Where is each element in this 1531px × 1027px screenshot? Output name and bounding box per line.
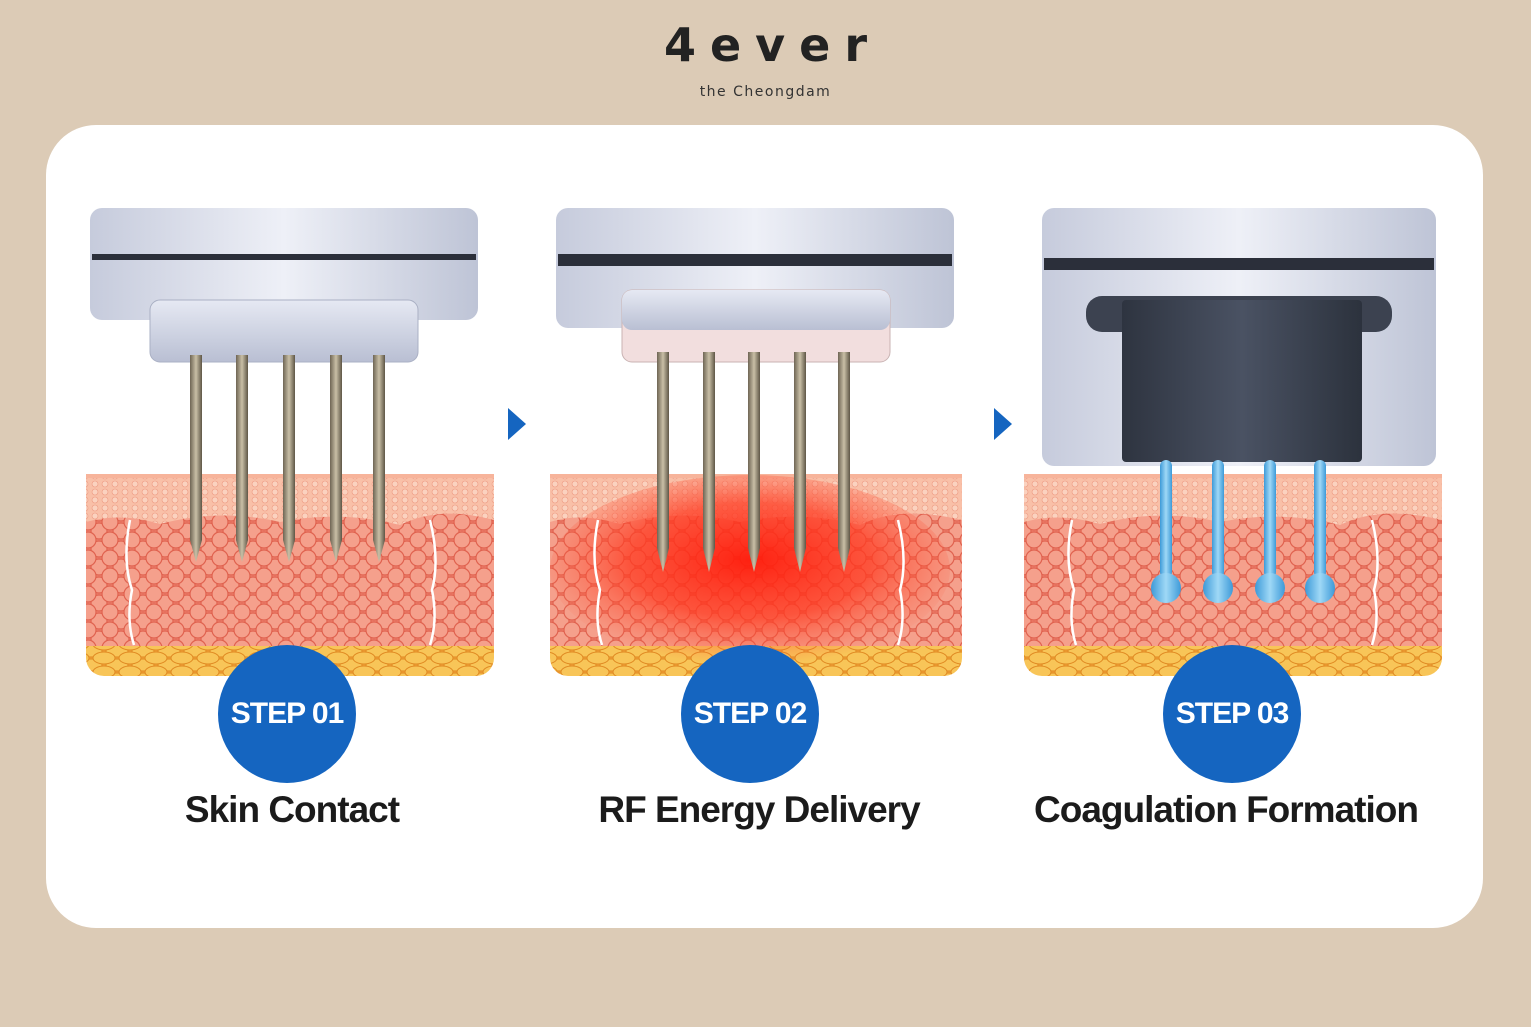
process-illustration [86,208,1442,676]
step-3-illustration [1024,208,1442,676]
arrow-right-icon [994,408,1012,440]
coagulation-points [1151,460,1335,603]
brand-logo: 4ever [663,18,882,72]
applicator-head [90,208,478,320]
step-1-badge: STEP 01 [218,645,356,783]
step-1-illustration [86,208,494,676]
step-2-illustration [550,208,962,676]
applicator-tip [1122,300,1362,462]
process-card: STEP 01 Skin Contact STEP 02 RF Energy D… [46,125,1483,928]
step-3-title: Coagulation Formation [1034,789,1419,830]
arrow-right-icon [508,408,526,440]
step-3-badge: STEP 03 [1163,645,1301,783]
step-2-title: RF Energy Delivery [598,789,920,830]
step-2-badge: STEP 02 [681,645,819,783]
microneedles [190,355,385,562]
brand-tagline: the Cheongdam [699,84,832,100]
step-1-title: Skin Contact [184,789,400,830]
